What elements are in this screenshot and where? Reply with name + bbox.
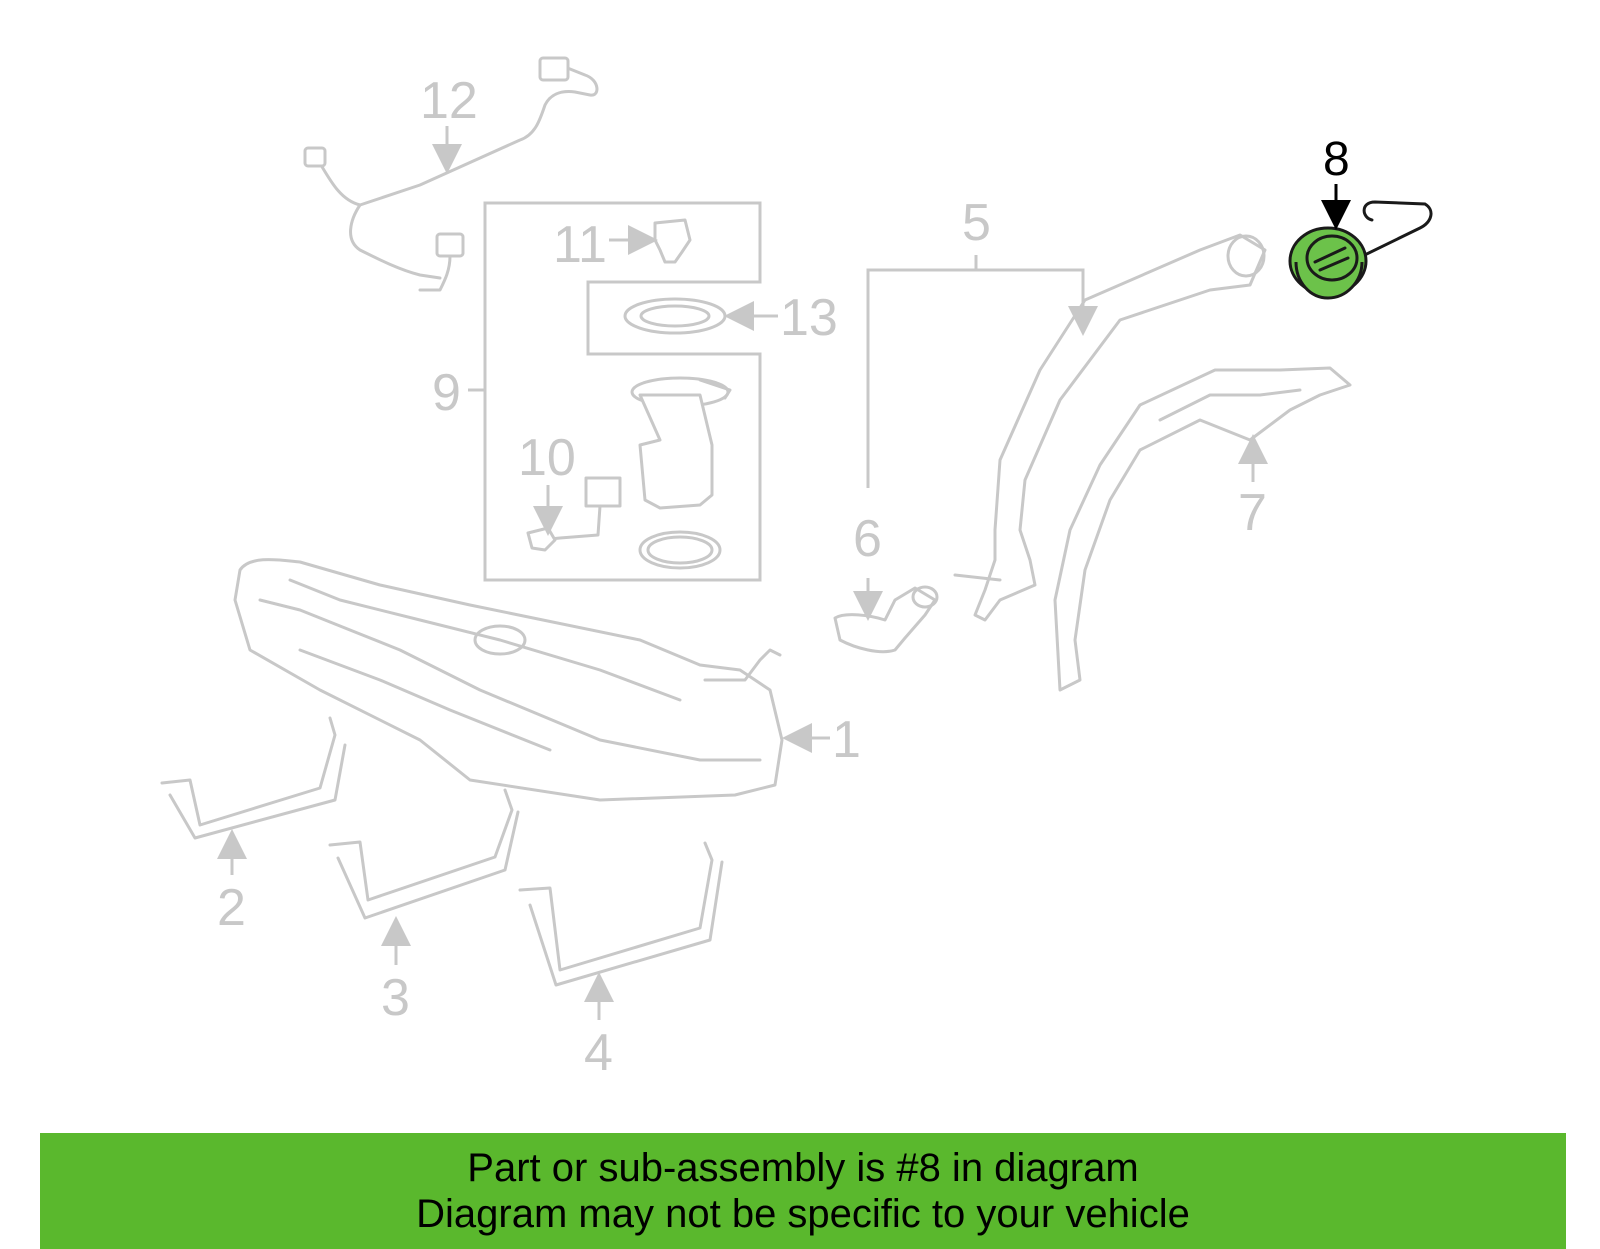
lock-ring-part (623, 297, 727, 335)
leader-lines (217, 126, 1351, 1020)
callout-3: 3 (381, 969, 410, 1027)
callout-6: 6 (853, 510, 882, 568)
callout-11: 11 (553, 216, 607, 274)
callout-5: 5 (962, 194, 991, 252)
fuel-cap-part[interactable] (1288, 200, 1433, 300)
callout-9: 9 (432, 364, 461, 422)
vent-hose-part (833, 585, 939, 654)
callout-8: 8 (1323, 133, 1350, 186)
info-banner: Part or sub-assembly is #8 in diagram Di… (40, 1133, 1566, 1249)
callout-13: 13 (780, 289, 838, 347)
callout-10: 10 (518, 429, 576, 487)
filler-pipe-part (953, 233, 1267, 622)
fuel-sensor-part (653, 218, 692, 264)
tank-strap-part (328, 788, 520, 920)
filler-housing-part (1053, 366, 1352, 692)
fuel-pump-part (630, 376, 732, 570)
tank-strap-part (518, 841, 724, 987)
fuel-tank-part (233, 558, 784, 802)
callout-12: 12 (420, 72, 478, 130)
parts-diagram: 12 11 13 9 10 5 6 7 1 2 3 4 8 (160, 56, 1433, 1082)
callout-2: 2 (217, 879, 246, 937)
callout-4: 4 (584, 1024, 613, 1082)
fuel-pump-module-box (483, 201, 762, 582)
callout-7: 7 (1238, 484, 1267, 542)
banner-line-1: Part or sub-assembly is #8 in diagram (467, 1146, 1139, 1190)
wiring-harness-part (303, 56, 599, 292)
banner-line-2: Diagram may not be specific to your vehi… (416, 1192, 1190, 1236)
tank-strap-part (160, 716, 347, 840)
callout-1: 1 (832, 711, 861, 769)
fuel-sender-part (526, 476, 622, 552)
